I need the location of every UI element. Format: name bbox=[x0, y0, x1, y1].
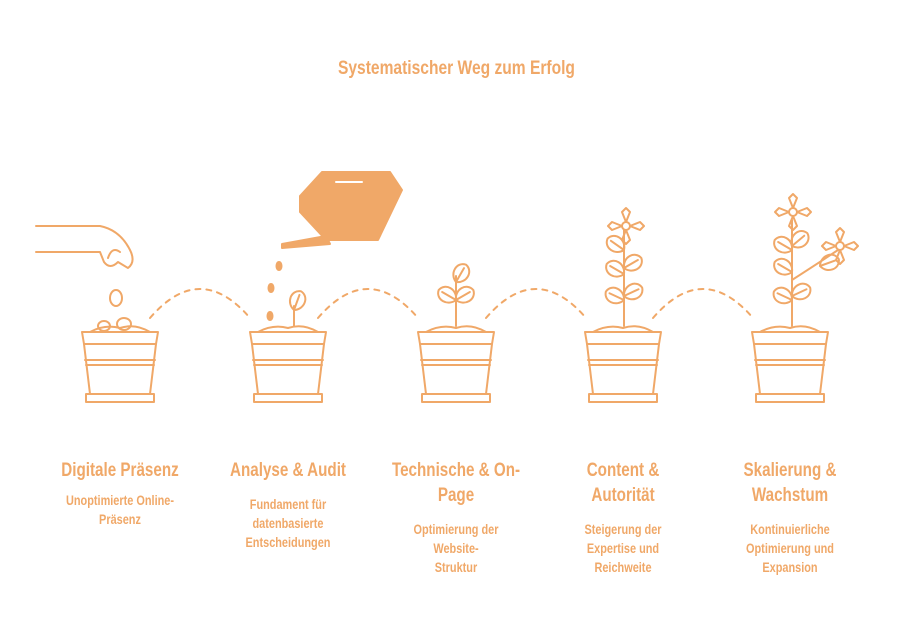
step-description: Optimierung der Website-Struktur bbox=[413, 521, 499, 575]
blooming-plant-icon bbox=[751, 193, 859, 403]
step-analyse-audit: Analyse & Audit Fundament für datenbasie… bbox=[203, 458, 373, 552]
page-title: Systematischer Weg zum Erfolg bbox=[337, 58, 575, 79]
step-digitale-praesenz: Digitale Präsenz Unoptimierte Online-Prä… bbox=[35, 458, 205, 529]
step-description: Steigerung der Expertise und Reichweite bbox=[584, 521, 662, 575]
step-description: Kontinuierliche Optimierung und Expansio… bbox=[746, 521, 834, 575]
step-title: Skalierung & Wachstum bbox=[743, 460, 837, 506]
small-plant-icon bbox=[417, 259, 495, 403]
hand-planting-seeds-icon bbox=[35, 225, 159, 403]
step-title: Analyse & Audit bbox=[230, 460, 346, 481]
step-description: Unoptimierte Online-Präsenz bbox=[65, 492, 174, 527]
watering-can-sprout-icon bbox=[249, 171, 403, 403]
step-title: Digitale Präsenz bbox=[61, 460, 179, 481]
step-description: Fundament für datenbasierte Entscheidung… bbox=[245, 496, 331, 550]
step-skalierung-wachstum: Skalierung & Wachstum Kontinuierliche Op… bbox=[725, 458, 855, 577]
step-title: Technische & On-Page bbox=[391, 460, 521, 506]
step-title: Content & Autorität bbox=[586, 460, 660, 506]
flowering-plant-icon bbox=[584, 207, 662, 403]
connector-arcs bbox=[149, 288, 754, 319]
step-technische-onpage: Technische & On-Page Optimierung der Web… bbox=[371, 458, 541, 577]
step-content-autoritaet: Content & Autorität Steigerung der Exper… bbox=[563, 458, 683, 577]
